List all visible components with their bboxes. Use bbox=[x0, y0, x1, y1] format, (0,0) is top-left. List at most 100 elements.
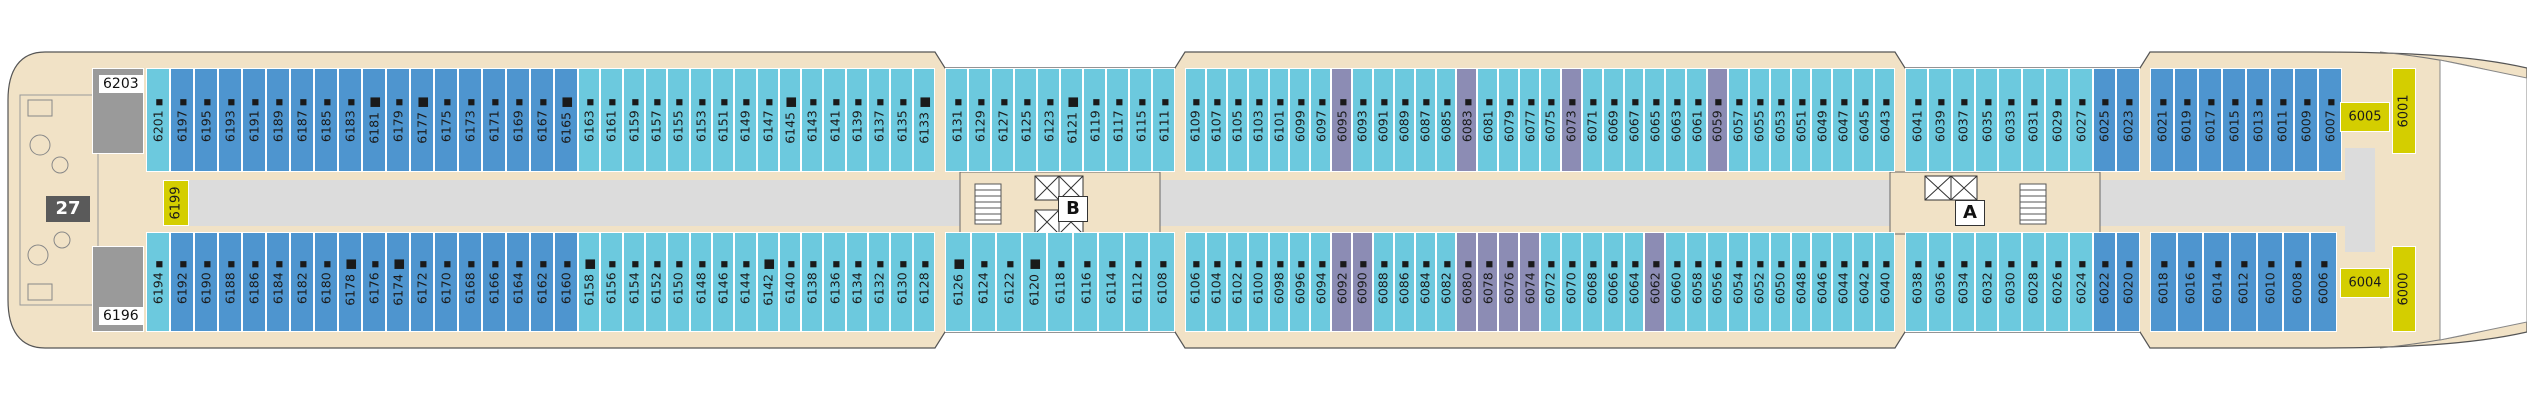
cabin-6148[interactable]: 6148 ▪ bbox=[689, 232, 712, 332]
cabin-6017[interactable]: 6017 ▪ bbox=[2198, 68, 2222, 172]
cabin-6122[interactable]: 6122 ▪ bbox=[996, 232, 1022, 332]
cabin-6101[interactable]: 6101 ▪ bbox=[1268, 68, 1290, 172]
cabin-6025[interactable]: 6025 ▪ bbox=[2092, 68, 2117, 172]
cabin-6157[interactable]: 6157 ▪ bbox=[644, 68, 668, 172]
cabin-6186[interactable]: 6186 ▪ bbox=[242, 232, 266, 332]
cabin-6013[interactable]: 6013 ▪ bbox=[2246, 68, 2270, 172]
cabin-6030[interactable]: 6030 ▪ bbox=[1998, 232, 2022, 332]
suite-lower[interactable]: 6196 bbox=[92, 246, 144, 332]
cabin-6152[interactable]: 6152 ▪ bbox=[644, 232, 668, 332]
cabin-6158[interactable]: 6158 ■ bbox=[578, 232, 601, 332]
cabin-6176[interactable]: 6176 ▪ bbox=[362, 232, 386, 332]
cabin-6050[interactable]: 6050 ▪ bbox=[1769, 232, 1791, 332]
cabin-6092[interactable]: 6092 ▪ bbox=[1331, 232, 1353, 332]
cabin-6141[interactable]: 6141 ▪ bbox=[823, 68, 846, 172]
cabin-6014[interactable]: 6014 ▪ bbox=[2203, 232, 2230, 332]
cabin-6009[interactable]: 6009 ▪ bbox=[2294, 68, 2318, 172]
cabin-6104[interactable]: 6104 ▪ bbox=[1205, 232, 1227, 332]
cabin-6018[interactable]: 6018 ▪ bbox=[2150, 232, 2177, 332]
cabin-6151[interactable]: 6151 ▪ bbox=[711, 68, 735, 172]
cabin-6070[interactable]: 6070 ▪ bbox=[1560, 232, 1582, 332]
cabin-6038[interactable]: 6038 ▪ bbox=[1905, 232, 1929, 332]
cabin-6056[interactable]: 6056 ▪ bbox=[1707, 232, 1728, 332]
cabin-6082[interactable]: 6082 ▪ bbox=[1435, 232, 1457, 332]
cabin-6177[interactable]: 6177 ■ bbox=[410, 68, 434, 172]
cabin-6108[interactable]: 6108 ▪ bbox=[1149, 232, 1175, 332]
cabin-6089[interactable]: 6089 ▪ bbox=[1393, 68, 1415, 172]
cabin-6051[interactable]: 6051 ▪ bbox=[1790, 68, 1812, 172]
cabin-6189[interactable]: 6189 ▪ bbox=[266, 68, 290, 172]
cabin-6160[interactable]: 6160 ▪ bbox=[554, 232, 578, 332]
cabin-6131[interactable]: 6131 ▪ bbox=[945, 68, 968, 172]
cabin-6171[interactable]: 6171 ▪ bbox=[482, 68, 506, 172]
yellow-bow-upper[interactable]: 6001 bbox=[2392, 68, 2416, 154]
cabin-6181[interactable]: 6181 ■ bbox=[362, 68, 386, 172]
cabin-6077[interactable]: 6077 ▪ bbox=[1519, 68, 1540, 172]
suite-upper[interactable]: 6203 bbox=[92, 68, 144, 154]
cabin-6086[interactable]: 6086 ▪ bbox=[1393, 232, 1415, 332]
cabin-6075[interactable]: 6075 ▪ bbox=[1540, 68, 1561, 172]
cabin-6066[interactable]: 6066 ▪ bbox=[1602, 232, 1624, 332]
cabin-6197[interactable]: 6197 ▪ bbox=[170, 68, 194, 172]
cabin-6138[interactable]: 6138 ▪ bbox=[801, 232, 824, 332]
cabin-6145[interactable]: 6145 ■ bbox=[778, 68, 802, 172]
cabin-6039[interactable]: 6039 ▪ bbox=[1928, 68, 1952, 172]
cabin-6144[interactable]: 6144 ▪ bbox=[734, 232, 757, 332]
cabin-6048[interactable]: 6048 ▪ bbox=[1790, 232, 1812, 332]
cabin-6098[interactable]: 6098 ▪ bbox=[1268, 232, 1290, 332]
cabin-6055[interactable]: 6055 ▪ bbox=[1748, 68, 1770, 172]
cabin-6020[interactable]: 6020 ▪ bbox=[2116, 232, 2140, 332]
cabin-6161[interactable]: 6161 ▪ bbox=[600, 68, 623, 172]
cabin-6084[interactable]: 6084 ▪ bbox=[1414, 232, 1436, 332]
cabin-6125[interactable]: 6125 ▪ bbox=[1014, 68, 1037, 172]
cabin-6037[interactable]: 6037 ▪ bbox=[1951, 68, 1975, 172]
cabin-6153[interactable]: 6153 ▪ bbox=[689, 68, 712, 172]
cabin-6140[interactable]: 6140 ▪ bbox=[778, 232, 802, 332]
cabin-6167[interactable]: 6167 ▪ bbox=[530, 68, 554, 172]
cabin-6168[interactable]: 6168 ▪ bbox=[458, 232, 482, 332]
cabin-6116[interactable]: 6116 ▪ bbox=[1072, 232, 1099, 332]
cabin-6069[interactable]: 6069 ▪ bbox=[1602, 68, 1624, 172]
cabin-6179[interactable]: 6179 ▪ bbox=[386, 68, 410, 172]
cabin-6028[interactable]: 6028 ▪ bbox=[2021, 232, 2045, 332]
cabin-6133[interactable]: 6133 ■ bbox=[912, 68, 935, 172]
cabin-6117[interactable]: 6117 ▪ bbox=[1106, 68, 1129, 172]
cabin-6169[interactable]: 6169 ▪ bbox=[506, 68, 530, 172]
cabin-6192[interactable]: 6192 ▪ bbox=[170, 232, 194, 332]
cabin-6007[interactable]: 6007 ▪ bbox=[2318, 68, 2342, 172]
cabin-6027[interactable]: 6027 ▪ bbox=[2068, 68, 2093, 172]
cabin-6129[interactable]: 6129 ▪ bbox=[968, 68, 991, 172]
cabin-6111[interactable]: 6111 ▪ bbox=[1152, 68, 1175, 172]
cabin-6060[interactable]: 6060 ▪ bbox=[1665, 232, 1687, 332]
cabin-6074[interactable]: 6074 ▪ bbox=[1519, 232, 1540, 332]
cabin-6029[interactable]: 6029 ▪ bbox=[2045, 68, 2069, 172]
cabin-6021[interactable]: 6021 ▪ bbox=[2150, 68, 2174, 172]
cabin-6062[interactable]: 6062 ▪ bbox=[1644, 232, 1666, 332]
cabin-6195[interactable]: 6195 ▪ bbox=[194, 68, 218, 172]
cabin-6097[interactable]: 6097 ▪ bbox=[1310, 68, 1332, 172]
cabin-6135[interactable]: 6135 ▪ bbox=[890, 68, 913, 172]
cabin-6036[interactable]: 6036 ▪ bbox=[1928, 232, 1952, 332]
cabin-6109[interactable]: 6109 ▪ bbox=[1185, 68, 1206, 172]
cabin-6164[interactable]: 6164 ▪ bbox=[506, 232, 530, 332]
cabin-6061[interactable]: 6061 ▪ bbox=[1686, 68, 1708, 172]
cabin-6134[interactable]: 6134 ▪ bbox=[845, 232, 869, 332]
cabin-6120[interactable]: 6120 ■ bbox=[1021, 232, 1048, 332]
yellow-fwd-upper[interactable]: 6005 bbox=[2340, 102, 2390, 132]
cabin-6139[interactable]: 6139 ▪ bbox=[845, 68, 869, 172]
cabin-6042[interactable]: 6042 ▪ bbox=[1853, 232, 1875, 332]
cabin-6034[interactable]: 6034 ▪ bbox=[1951, 232, 1975, 332]
cabin-6087[interactable]: 6087 ▪ bbox=[1414, 68, 1436, 172]
cabin-6016[interactable]: 6016 ▪ bbox=[2176, 232, 2204, 332]
cabin-6155[interactable]: 6155 ▪ bbox=[667, 68, 690, 172]
cabin-6012[interactable]: 6012 ▪ bbox=[2230, 232, 2257, 332]
cabin-6136[interactable]: 6136 ▪ bbox=[823, 232, 846, 332]
cabin-6073[interactable]: 6073 ▪ bbox=[1560, 68, 1582, 172]
cabin-6063[interactable]: 6063 ▪ bbox=[1665, 68, 1687, 172]
cabin-6146[interactable]: 6146 ▪ bbox=[711, 232, 735, 332]
cabin-6090[interactable]: 6090 ▪ bbox=[1352, 232, 1373, 332]
cabin-6068[interactable]: 6068 ▪ bbox=[1581, 232, 1603, 332]
cabin-6102[interactable]: 6102 ▪ bbox=[1226, 232, 1248, 332]
cabin-6065[interactable]: 6065 ▪ bbox=[1644, 68, 1666, 172]
cabin-6100[interactable]: 6100 ▪ bbox=[1247, 232, 1269, 332]
